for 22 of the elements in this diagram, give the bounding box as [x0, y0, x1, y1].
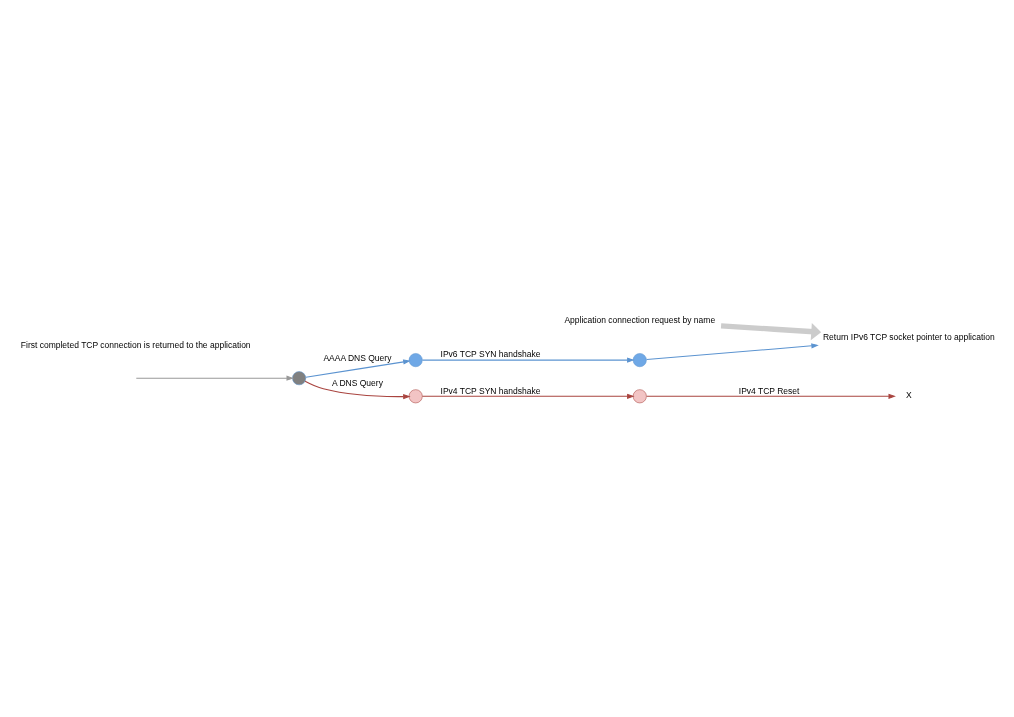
label: First completed TCP connection is returned to the application — [20, 339, 251, 350]
arrow — [304, 380, 411, 400]
arrow — [421, 393, 635, 399]
node-text: Application connection request by name — [563, 314, 715, 325]
arrow — [421, 357, 635, 363]
arrow — [645, 393, 896, 399]
node-circle — [632, 353, 647, 367]
arrow — [720, 322, 821, 341]
arrow — [135, 375, 294, 381]
node-text: Return IPv6 TCP socket pointer to application — [822, 331, 995, 342]
edge-label: IPv4 TCP SYN handshake — [440, 385, 540, 396]
arrow — [304, 359, 411, 378]
edge-label: A DNS Query — [331, 378, 383, 389]
node-circle — [408, 353, 423, 367]
arrow — [645, 343, 819, 361]
edge-label: IPv6 TCP SYN handshake — [440, 349, 540, 360]
node-circle — [408, 389, 423, 404]
edge-label: IPv4 TCP Reset — [738, 385, 799, 396]
node-circle — [632, 389, 647, 404]
node-text: X — [905, 390, 912, 401]
edge-label: AAAA DNS Query — [322, 353, 391, 364]
node-circle — [291, 371, 306, 386]
